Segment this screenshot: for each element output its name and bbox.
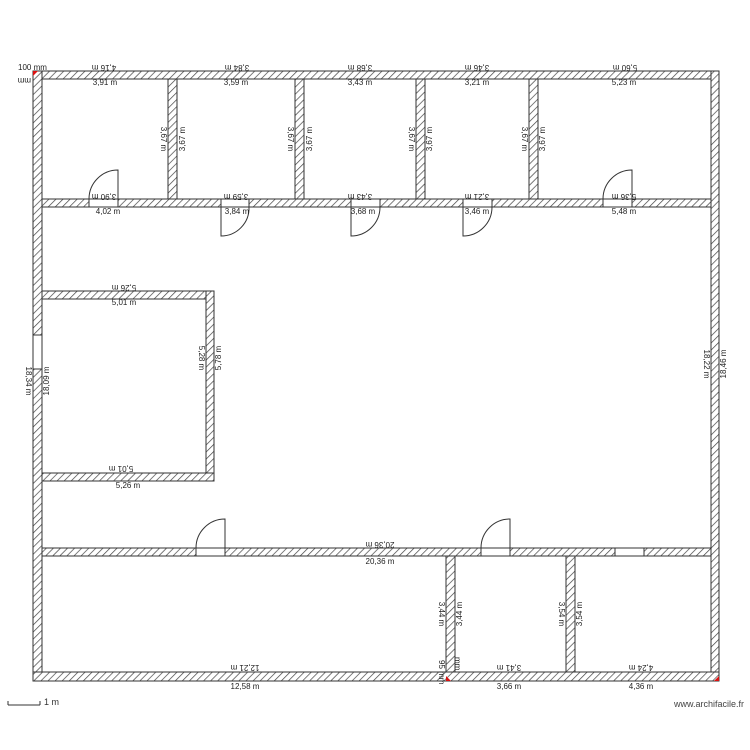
dim-corridor-inner-5: 5,36 m bbox=[611, 192, 636, 201]
door-opening-7 bbox=[480, 547, 511, 557]
dim-corridor-inner-4: 3,21 m bbox=[464, 192, 489, 201]
door-swing-5 bbox=[602, 169, 633, 200]
door-opening-2 bbox=[220, 198, 250, 208]
dimension-labels: 100 mm mm 95 mm mm 4,16 m 3,84 m 3,68 m … bbox=[17, 63, 728, 691]
corner-marker-bottom-right bbox=[714, 676, 719, 681]
dim-top-outer-1: 4,16 m bbox=[91, 63, 116, 72]
scale-bar bbox=[7, 701, 41, 706]
walls bbox=[32, 70, 720, 682]
dim-top-inner-1: 3,91 m bbox=[93, 78, 118, 87]
watermark: www.archifacile.fr bbox=[673, 699, 744, 709]
dim-bottom-height-1: 3,44 m bbox=[437, 602, 446, 627]
dim-left-outer: 18,34 m bbox=[24, 367, 33, 396]
dim-room-height-2: 3,67 m bbox=[178, 126, 187, 151]
dim-corridor-outer-5: 5,48 m bbox=[612, 207, 637, 216]
dim-corridor-outer-4: 3,46 m bbox=[465, 207, 490, 216]
corner-label-100mm: 100 mm bbox=[18, 63, 47, 72]
dim-bottom-inner-1: 12,21 m bbox=[230, 663, 259, 672]
dim-right-outer: 18,46 m bbox=[719, 349, 728, 378]
dim-bottom-height-2: 3,44 m bbox=[455, 601, 464, 626]
dim-bottom-height-3: 3,54 m bbox=[557, 602, 566, 627]
dim-bottom-inner-2: 3,41 m bbox=[496, 663, 521, 672]
dim-inner-room-bottom-inner: 5,01 m bbox=[108, 464, 133, 473]
corner-label-95mm: 95 mm bbox=[437, 660, 446, 685]
wall-middle-long bbox=[41, 547, 712, 557]
dim-right-inner: 18,22 m bbox=[702, 350, 711, 379]
dim-room-height-1: 3,67 m bbox=[159, 127, 168, 152]
dim-corridor-inner-3: 3,43 m bbox=[347, 192, 372, 201]
dim-corridor-inner-2: 3,59 m bbox=[223, 192, 248, 201]
door-swing-4 bbox=[462, 206, 493, 237]
window-opening-1 bbox=[614, 547, 645, 557]
dim-inner-room-right-inner: 5,28 m bbox=[197, 346, 206, 371]
dim-room-height-3: 3,67 m bbox=[286, 127, 295, 152]
dim-bottom-outer-3: 4,36 m bbox=[629, 682, 654, 691]
dim-corridor-outer-2: 3,84 m bbox=[225, 207, 250, 216]
door-swing-7 bbox=[480, 518, 511, 549]
door-opening-3 bbox=[350, 198, 381, 208]
door-opening-6 bbox=[195, 547, 226, 557]
wall-inner-room-right bbox=[205, 290, 215, 482]
corner-label-mm-bottom: mm bbox=[453, 657, 462, 671]
wall-bottom-divider-2 bbox=[565, 555, 576, 673]
wall-room-divider-4 bbox=[528, 78, 539, 200]
wall-room-divider-1 bbox=[167, 78, 178, 200]
dim-top-outer-3: 3,68 m bbox=[347, 63, 372, 72]
wall-left-outer bbox=[32, 70, 43, 682]
dim-left-inner: 18,09 m bbox=[42, 366, 51, 395]
door-opening-1 bbox=[88, 198, 119, 208]
door-swing-6 bbox=[195, 518, 226, 549]
door-opening-5 bbox=[602, 198, 633, 208]
wall-bottom-outer bbox=[32, 671, 720, 682]
dim-bottom-height-4: 3,54 m bbox=[575, 601, 584, 626]
dim-bottom-outer-2: 3,66 m bbox=[497, 682, 522, 691]
dim-inner-room-top-inner: 5,01 m bbox=[112, 298, 137, 307]
dim-top-inner-4: 3,21 m bbox=[465, 78, 490, 87]
dim-corridor-outer-1: 4,02 m bbox=[96, 207, 121, 216]
openings bbox=[32, 169, 645, 557]
dim-room-height-7: 3,67 m bbox=[520, 127, 529, 152]
dim-room-height-8: 3,67 m bbox=[538, 126, 547, 151]
dim-top-inner-2: 3,59 m bbox=[224, 78, 249, 87]
door-opening-4 bbox=[462, 198, 493, 208]
wall-room-divider-2 bbox=[294, 78, 305, 200]
dim-top-outer-5: 5,60 m bbox=[612, 63, 637, 72]
dim-top-inner-5: 5,23 m bbox=[612, 78, 637, 87]
dim-room-height-4: 3,67 m bbox=[305, 126, 314, 151]
dim-top-inner-3: 3,43 m bbox=[348, 78, 373, 87]
dim-inner-room-right-outer: 5,78 m bbox=[214, 345, 223, 370]
door-swing-2 bbox=[220, 206, 250, 237]
wall-inner-room-bottom bbox=[41, 472, 215, 482]
door-swing-1 bbox=[88, 169, 119, 200]
corner-markers bbox=[33, 71, 719, 681]
dim-corridor-inner-1: 3,90 m bbox=[91, 192, 116, 201]
corner-marker-bottom-mid bbox=[446, 676, 451, 681]
corner-label-mm-top: mm bbox=[17, 76, 31, 85]
corner-marker-top-left bbox=[33, 71, 38, 76]
dim-room-height-6: 3,67 m bbox=[425, 126, 434, 151]
scale-label: 1 m bbox=[44, 697, 60, 707]
dim-corridor-outer-3: 3,68 m bbox=[351, 207, 376, 216]
window-opening-left bbox=[32, 334, 43, 370]
wall-room-divider-3 bbox=[415, 78, 426, 200]
wall-bottom-divider-1 bbox=[445, 555, 456, 673]
door-swing-3 bbox=[350, 206, 381, 237]
dim-top-outer-4: 3,46 m bbox=[464, 63, 489, 72]
dim-mid-wall-top: 20,36 m bbox=[365, 540, 394, 549]
dim-inner-room-top-outer: 5,26 m bbox=[111, 283, 136, 292]
dim-bottom-outer-1: 12,58 m bbox=[231, 682, 260, 691]
wall-right-outer bbox=[710, 70, 720, 682]
dim-mid-wall-bottom: 20,36 m bbox=[366, 557, 395, 566]
dim-inner-room-bottom-outer: 5,26 m bbox=[116, 481, 141, 490]
dim-top-outer-2: 3,84 m bbox=[224, 63, 249, 72]
dim-bottom-inner-3: 4,24 m bbox=[628, 663, 653, 672]
dim-room-height-5: 3,67 m bbox=[407, 127, 416, 152]
